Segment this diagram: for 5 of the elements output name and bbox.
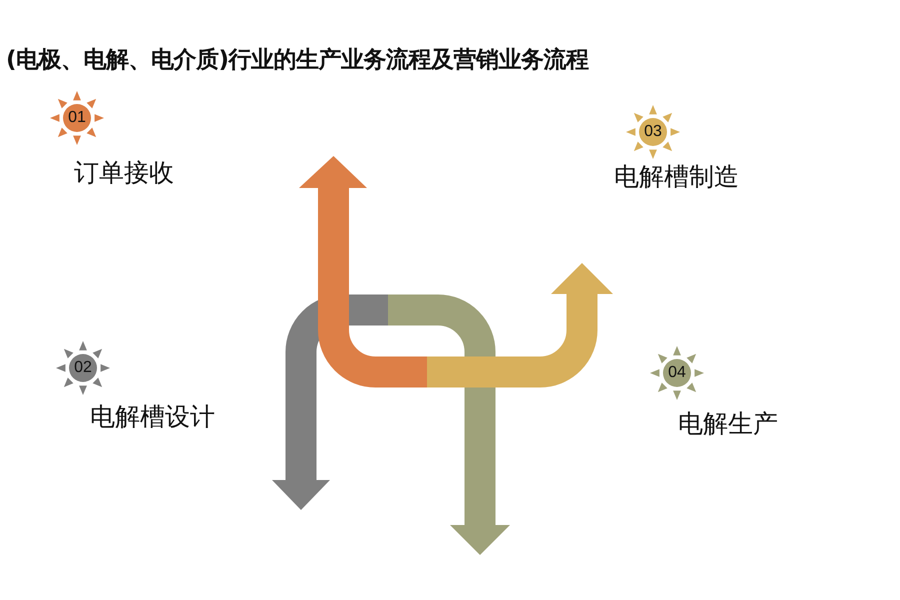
step-label: 电解槽制造 [614,163,739,193]
step-label: 电解生产 [678,410,778,440]
step-label: 订单接收 [74,159,174,189]
title: (电极、电解、电介质)行业的生产业务流程及营销业务流程 [6,46,589,75]
step-label: 电解槽设计 [90,403,215,433]
